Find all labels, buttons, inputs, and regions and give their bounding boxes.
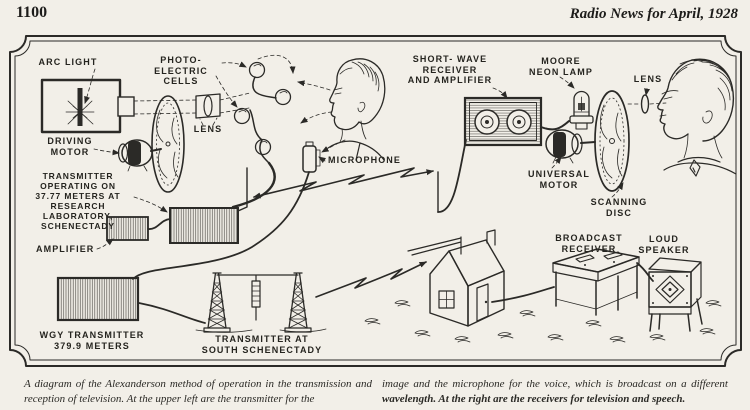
label-broadcast-receiver: BROADCAST RECEIVER (555, 233, 623, 254)
caption-right-normal: image and the microphone for the voice, … (382, 378, 728, 390)
wgy-transmitter-box (56, 276, 206, 324)
label-driving-motor: DRIVING MOTOR (47, 136, 93, 157)
tower-antenna (195, 274, 327, 333)
label-moore-neon-lamp: MOORE NEON LAMP (529, 56, 593, 77)
label-lens-right: LENS (633, 74, 663, 84)
arc-light-box (40, 68, 251, 134)
universal-motor (545, 129, 596, 169)
caption-left-column: A diagram of the Alexanderson method of … (24, 378, 372, 405)
head-right (657, 58, 737, 177)
label-universal-motor: UNIVERSAL MOTOR (528, 169, 590, 190)
receiver-to-speaker-wire (636, 262, 654, 282)
label-microphone: MICROPHONE (328, 155, 402, 165)
label-arc-light: ARC LIGHT (38, 57, 98, 67)
house-to-receiver-wire (491, 286, 555, 303)
short-wave-receiver (437, 87, 570, 213)
journal-header: Radio News for April, 1928 (569, 6, 738, 22)
frame-border (9, 35, 742, 367)
house (407, 229, 555, 327)
caption-right-bold: wavelength. At the right are the receive… (382, 392, 686, 405)
transmitter-antenna (237, 167, 248, 212)
wgy-to-towers-wire (138, 302, 206, 324)
house-door (476, 283, 489, 322)
moore-neon-lamp (559, 76, 594, 130)
label-short-wave-receiver: SHORT- WAVE RECEIVER AND AMPLIFIER (407, 54, 493, 86)
caption-right-column: image and the microphone for the voice, … (382, 377, 728, 406)
radio-wave-upper (253, 167, 434, 199)
label-loud-speaker: LOUD SPEAKER (638, 234, 690, 255)
label-transmitter-lab: TRANSMITTER OPERATING ON 37.77 METERS AT… (35, 171, 121, 232)
house-antenna (407, 236, 462, 256)
label-amplifier: AMPLIFIER (36, 244, 95, 254)
label-lens-left: LENS (193, 124, 223, 134)
label-wgy-transmitter: WGY TRANSMITTER 379.9 METERS (39, 330, 145, 351)
broadcast-receiver-console (552, 248, 654, 316)
page-number: 1100 (16, 4, 48, 21)
scanning-disc-left (151, 95, 185, 193)
tower-right (284, 272, 312, 333)
tower-left (203, 272, 231, 333)
driving-motor (93, 139, 162, 172)
label-south-transmitter: TRANSMITTER AT SOUTH SCHENECTADY (201, 334, 323, 355)
transmitter-box (133, 167, 248, 244)
label-scanning-disc: SCANNING DISC (590, 197, 648, 218)
scanning-disc-right (594, 90, 630, 198)
label-photo-electric-cells: PHOTO-ELECTRIC CELLS (154, 55, 208, 87)
cells-to-transmitter-cable (231, 161, 276, 209)
radio-wave-lower (315, 261, 427, 298)
lens-right (627, 88, 667, 114)
microphone-cable (132, 171, 310, 280)
receiver-to-lamp-wire (540, 120, 570, 131)
lens-left (195, 93, 221, 126)
head-left (297, 58, 386, 161)
microphone (132, 141, 327, 280)
arc-spark (65, 100, 95, 125)
loud-speaker-box (648, 257, 703, 332)
photo-electric-cells (215, 54, 296, 209)
